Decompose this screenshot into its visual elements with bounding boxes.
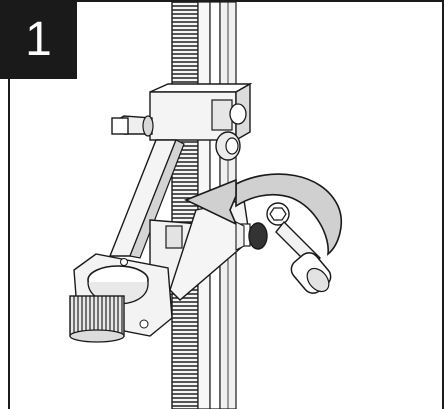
lever-handle[interactable]: [275, 220, 335, 297]
clamp-collar: [69, 253, 173, 343]
step-number-badge: 1: [0, 0, 77, 79]
rotation-arrow[interactable]: [184, 173, 343, 256]
locking-knob-upper: [215, 103, 247, 161]
carriage-block: [149, 82, 253, 142]
locking-knob-lower[interactable]: [235, 221, 268, 251]
square-drive-shaft: [111, 115, 154, 137]
panel-border: [8, 0, 444, 409]
hex-bolt: [266, 202, 290, 226]
